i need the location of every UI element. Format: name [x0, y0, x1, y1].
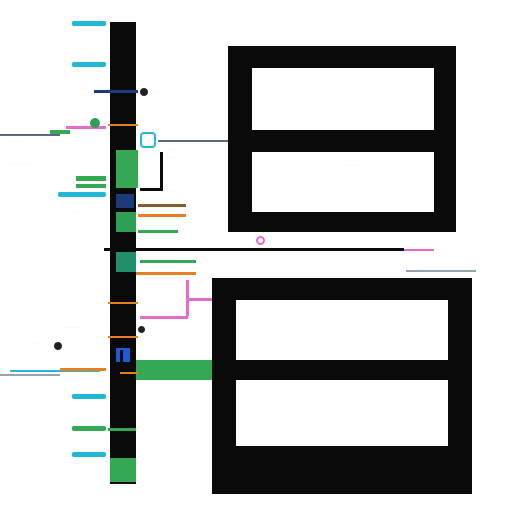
left-label-3: · · · · · · · · · · ·: [6, 162, 31, 166]
node-dot-3[interactable]: [138, 326, 145, 333]
left-label-2: · · · · · · · ·: [10, 139, 28, 143]
right-label-bottom: · · · ·: [140, 449, 149, 453]
wire-pink-s-top: [186, 298, 212, 301]
bus-tick-orange-1: [108, 124, 138, 126]
node-dot-1[interactable]: [140, 88, 148, 96]
left-label-4: · · · · · · ·: [70, 209, 85, 213]
bus-segment-green-3[interactable]: [110, 458, 136, 482]
bus-tick-orange-2: [108, 302, 138, 304]
panel-bottom-slot-2[interactable]: [236, 380, 448, 446]
left-label-5: · · · · · · · · · ·: [60, 325, 82, 329]
wire-orange-lower: [60, 368, 106, 371]
node-dot-2[interactable]: [54, 342, 62, 350]
bus-segment-teal[interactable]: [116, 252, 136, 272]
trunk-line-lower-green[interactable]: [136, 360, 212, 380]
wire-green-right: [138, 230, 178, 233]
left-tag-cyan-1[interactable]: [72, 21, 106, 26]
left-tag-cyan-5[interactable]: [72, 452, 106, 457]
left-wire-green-1: [50, 130, 70, 134]
wire-black-lower: [120, 350, 123, 374]
wire-orange-lower-2: [120, 372, 138, 374]
wire-orange-1: [138, 204, 186, 207]
marker-pink[interactable]: [256, 236, 265, 245]
bus-segment-green-1[interactable]: [116, 150, 138, 188]
wire-gray-lower: [0, 374, 60, 376]
panel-bottom-slot-1[interactable]: [236, 300, 448, 360]
wire-pink-s-h: [140, 316, 188, 319]
left-label-6: · · · · ·: [34, 341, 45, 345]
wire-right-gray-1: [158, 140, 228, 142]
left-tag-cyan-3[interactable]: [58, 192, 106, 197]
node-label-1: · · · ·: [150, 89, 159, 93]
right-label-4: · · · · · · · ·: [346, 163, 364, 167]
wire-right-black-h: [140, 188, 163, 191]
wire-green-long: [140, 260, 196, 263]
left-tag-green-4[interactable]: [72, 426, 106, 431]
connector-blue-node[interactable]: [140, 132, 156, 148]
bus-segment-green-2[interactable]: [116, 212, 136, 232]
wire-right-black-v: [160, 152, 163, 190]
right-label-3: · · · ·: [166, 189, 175, 193]
left-wire-pink-1: [66, 126, 106, 129]
left-label-1: · · · · ·: [76, 46, 87, 50]
right-label-2: · · · · · · ·: [166, 155, 181, 159]
left-tag-cyan-4[interactable]: [72, 394, 106, 399]
left-wire-gray: [0, 134, 60, 136]
wire-orange-2: [138, 214, 186, 217]
right-label-1: · · · · · · ·: [166, 147, 181, 151]
panel-top-slot-2[interactable]: [252, 152, 434, 212]
bus-segment-blue[interactable]: [116, 348, 130, 362]
wire-gray-right: [406, 270, 476, 272]
left-wire-green-2: [76, 176, 106, 181]
left-tag-cyan-2[interactable]: [72, 62, 106, 67]
node-dot-green[interactable]: [90, 118, 100, 128]
left-line-gray-1: [94, 90, 138, 93]
bus-segment-navy[interactable]: [116, 194, 134, 208]
wire-blue-lower: [10, 370, 100, 372]
bus-tick-orange-3: [108, 336, 138, 338]
trunk-line-upper: [104, 248, 404, 251]
bus-tick-green-4: [108, 428, 136, 431]
panel-top-slot-1[interactable]: [252, 68, 434, 130]
right-label-5: · · · · · ·: [410, 267, 423, 271]
left-wire-green-3: [76, 184, 106, 188]
trunk-line-upper-pink: [404, 249, 434, 251]
wire-orange-long: [136, 272, 196, 275]
